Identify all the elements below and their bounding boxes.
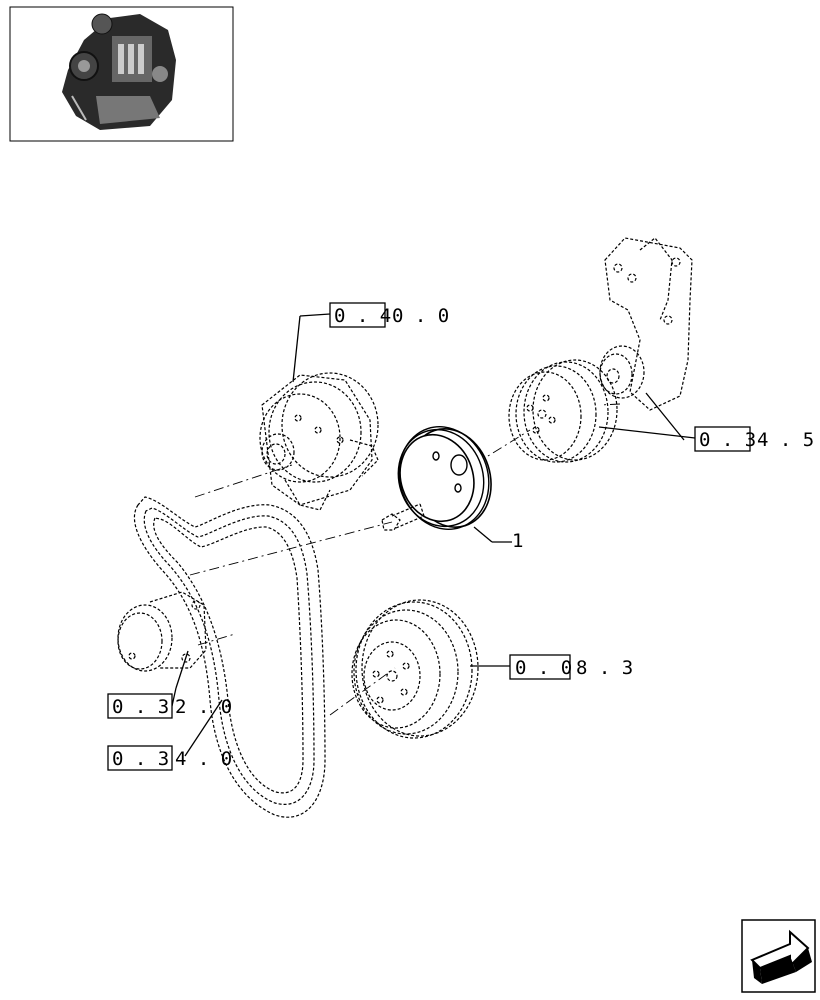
- previous-page-button[interactable]: [741, 919, 816, 993]
- callout-boxed-text: 0 . 3: [699, 429, 756, 451]
- callout-boxed-text: 0 . 3: [112, 696, 169, 718]
- water-pump-bracket[interactable]: [599, 237, 693, 411]
- flywheel-damper[interactable]: [351, 599, 479, 739]
- leader-lines: [171, 313, 696, 757]
- callout-boxed-text: 0 . 4: [334, 305, 391, 327]
- previous-page-arrow-icon: [750, 929, 812, 984]
- callout-rest-text: 2 . 0: [175, 696, 232, 718]
- callout-0-08-3[interactable]: 0 . 0 8 . 3: [509, 654, 633, 680]
- callout-boxed-text: 0 . 3: [112, 748, 169, 770]
- callout-rest-text: 4 . 0: [175, 748, 232, 770]
- callout-0-34-5[interactable]: 0 . 3 4 . 5: [694, 426, 814, 452]
- pulley-bolt[interactable]: [381, 503, 425, 531]
- alternator[interactable]: [259, 372, 379, 511]
- engine-thumbnail[interactable]: [9, 6, 234, 142]
- callout-rest-text: 4 . 5: [757, 429, 814, 451]
- engine-thumbnail-icon: [62, 13, 176, 130]
- callout-0-34-0[interactable]: 0 . 3 4 . 0: [107, 745, 232, 771]
- callout-0-32-0[interactable]: 0 . 3 2 . 0: [107, 693, 232, 719]
- callout-rest-text: 0 . 0: [392, 305, 449, 327]
- callout-boxed-text: 0 . 0: [515, 657, 572, 679]
- callout-rest-text: 8 . 3: [576, 657, 633, 679]
- callout-0-40-0[interactable]: 0 . 4 0 . 0: [329, 302, 449, 328]
- crankshaft-pulley[interactable]: [386, 415, 504, 541]
- belt-tensioner[interactable]: [117, 591, 207, 672]
- item-number-label: 1: [512, 530, 523, 552]
- fan-pulley[interactable]: [508, 359, 618, 463]
- drive-belt: [133, 496, 326, 818]
